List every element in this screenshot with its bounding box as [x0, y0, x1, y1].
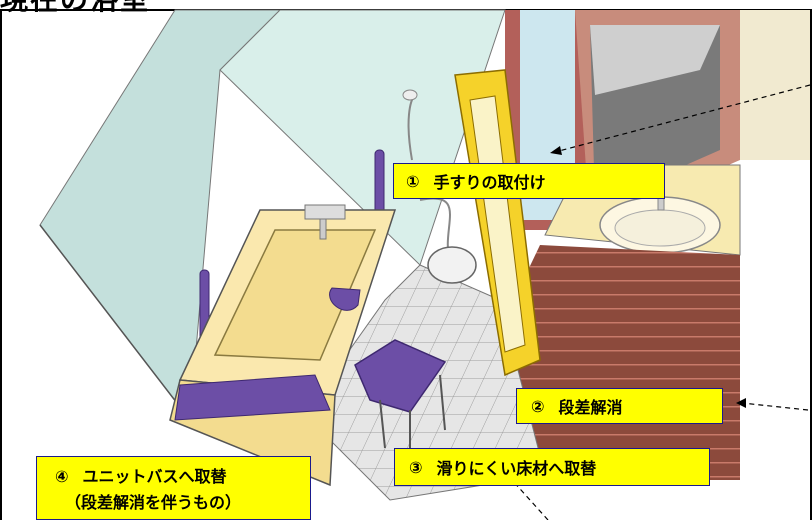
label-handrail-number: ①: [406, 171, 420, 191]
purple-step-board: [174, 374, 331, 421]
label-unitbath-line1: ④ ユニットバスへ取替: [55, 463, 227, 487]
label-unitbath-line2: （段差解消を伴うもの）: [65, 493, 242, 512]
page-title: 現在の浴室: [0, 0, 150, 14]
label-step-text: 段差解消: [558, 398, 623, 417]
label-floor: ③ 滑りにくい床材へ取替: [394, 448, 710, 486]
label-floor-text: 滑りにくい床材へ取替: [436, 459, 597, 478]
label-unitbath: ④ ユニットバスへ取替 （段差解消を伴うもの）: [36, 456, 311, 520]
label-handrail: ① 手すりの取付け: [393, 163, 665, 199]
purple-chair: [354, 339, 447, 413]
label-floor-number: ③: [409, 457, 423, 477]
label-step: ② 段差解消: [516, 388, 723, 424]
label-unitbath-text: ユニットバスへ取替: [82, 467, 227, 486]
stool-seat: [427, 246, 477, 284]
back-wall: [175, 9, 506, 266]
label-handrail-text: 手すりの取付け: [433, 173, 546, 192]
purple-tub-seat: [329, 287, 361, 311]
label-unitbath-number: ④: [55, 467, 69, 486]
label-step-number: ②: [531, 396, 545, 416]
